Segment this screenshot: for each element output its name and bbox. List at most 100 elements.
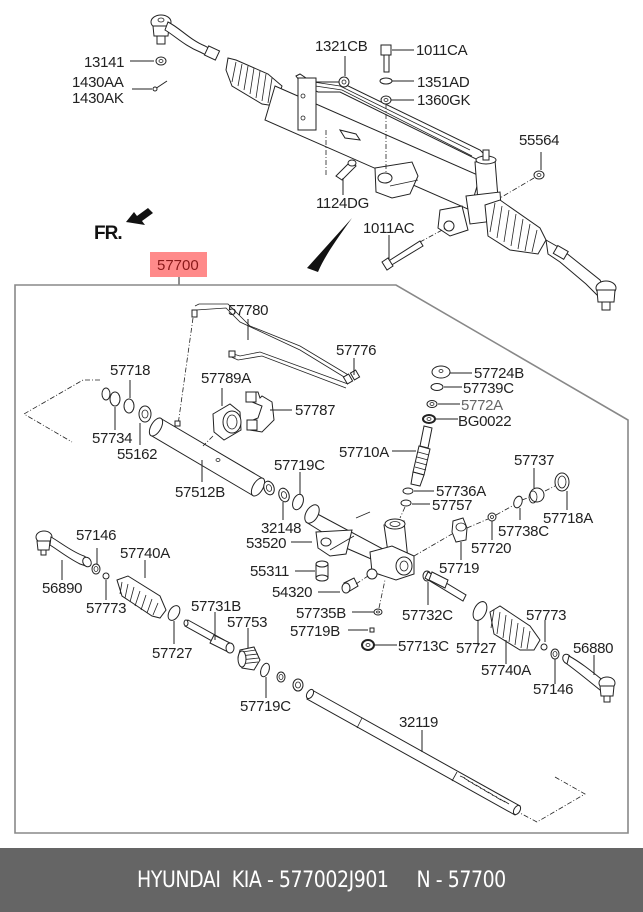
oring-57719C-top [292,493,304,511]
bolt-1124DG [335,159,357,181]
exploded-view: 57780 57776 57718 57789A 57787 57734 551… [23,302,616,823]
label-57735B: 57735B [296,605,346,622]
label-53520: 53520 [246,535,286,552]
bellows-57753 [237,646,261,671]
spring-cap-57737 [528,487,545,504]
label-57740A-right: 57740A [481,662,531,679]
locknut-57713C [361,639,375,651]
label-57720: 57720 [471,540,511,557]
label-1430AA: 1430AA [72,74,124,91]
label-56880: 56880 [573,640,613,657]
nut-1321CB [338,76,350,88]
boot-right-top [484,199,547,255]
cotter-pin-head [152,86,158,92]
locknut-57718A [554,472,570,492]
tie-rod-end-left-top [150,14,221,61]
rack-housing-top [264,73,503,237]
label-57740A-left: 57740A [120,545,170,562]
tie-rod-end-56880 [562,653,616,703]
oring-57734a [101,387,111,401]
label-1321CB: 1321CB [315,38,368,55]
seal-32148a [263,480,275,496]
label-57718: 57718 [110,362,150,379]
nut-57146-right [550,648,560,660]
detail-frame [14,284,629,834]
oring-57718 [123,398,135,414]
bushing-57719C-a [276,671,286,683]
gear-housing-53520 [304,504,415,581]
seal-57736A [402,487,414,495]
sleeve-54320 [341,577,359,594]
label-1430AK: 1430AK [72,90,124,107]
screw-57719B [369,627,375,633]
pipe-57780 [191,303,351,389]
label-57736A: 57736A [436,483,486,500]
washer-1351AD [379,77,393,85]
label-57146-right: 57146 [533,681,573,698]
seal-55162 [138,405,152,423]
clip-57773-right [540,643,548,651]
assembly-57700-label[interactable]: 57700 [157,257,199,274]
inner-tie-rod-57732C [422,570,467,602]
label-57512B: 57512B [175,484,225,501]
footer-bar: HYUNDAI KIA - 577002J901 N - 57700 [0,848,643,912]
front-direction-arrow-icon [126,208,153,225]
oring-57719C-bottom [260,662,270,678]
tie-rod-end-right-top [545,239,617,311]
label-55162: 55162 [117,446,157,463]
yoke-57719 [451,517,468,543]
label-57738C: 57738C [498,523,549,540]
label-1360GK: 1360GK [417,92,471,109]
label-57719B: 57719B [290,623,340,640]
nut-57720 [487,512,497,522]
label-55564: 55564 [519,132,559,149]
label-5772A: 5772A [461,397,503,414]
label-57719: 57719 [439,560,479,577]
seal-32148 [278,487,290,503]
front-direction-label: FR. [94,223,122,244]
snap-ring-57739C [430,383,444,391]
washer-57735B [373,608,383,616]
boot-57740A-right [489,605,541,651]
label-13141: 13141 [84,54,124,71]
bushing-55311 [315,560,329,582]
rack-bar-32119 [305,688,522,816]
bolt-1011AC [381,240,424,271]
label-57734: 57734 [92,430,132,447]
label-57719C-bottom: 57719C [240,698,291,715]
clamp-57727-left [167,605,181,621]
seal-57757 [400,499,412,507]
label-57773-left: 57773 [86,600,126,617]
clip-57773-left [102,572,110,580]
view-arrow-icon [307,218,352,272]
label-57724B: 57724B [474,365,524,382]
label-57773-right: 57773 [526,607,566,624]
label-57732C: 57732C [402,607,453,624]
label-57719C-top: 57719C [274,457,325,474]
label-54320: 54320 [272,584,312,601]
clamp-57787 [245,391,275,433]
label-57780: 57780 [228,302,268,319]
label-57727-left: 57727 [152,645,192,662]
label-57757: 57757 [432,497,472,514]
bushing-57789A [212,403,242,441]
label-57727-right: 57727 [456,640,496,657]
label-1124DG: 1124DG [316,195,369,212]
oring-57734 [109,391,121,407]
label-56890: 56890 [42,580,82,597]
label-57146-left: 57146 [76,527,116,544]
label-57710A: 57710A [339,444,389,461]
nut-55564 [533,170,545,180]
label-57713C: 57713C [398,638,449,655]
label-1351AD: 1351AD [417,74,470,91]
label-57753: 57753 [227,614,267,631]
bearing-BG0022 [422,414,436,424]
bushing-57719C-b [292,678,304,692]
tie-rod-end-56890 [35,530,92,568]
parts-diagram: FR. 13141 1430AA 1430AK 1321CB 1011CA 13… [14,14,629,834]
cap-57724B [431,365,451,379]
boot-57740A-left [116,575,167,619]
label-32148: 32148 [261,520,301,537]
connector-57776 [342,369,361,385]
assembly-57700-tag[interactable]: 57700 [150,252,207,285]
